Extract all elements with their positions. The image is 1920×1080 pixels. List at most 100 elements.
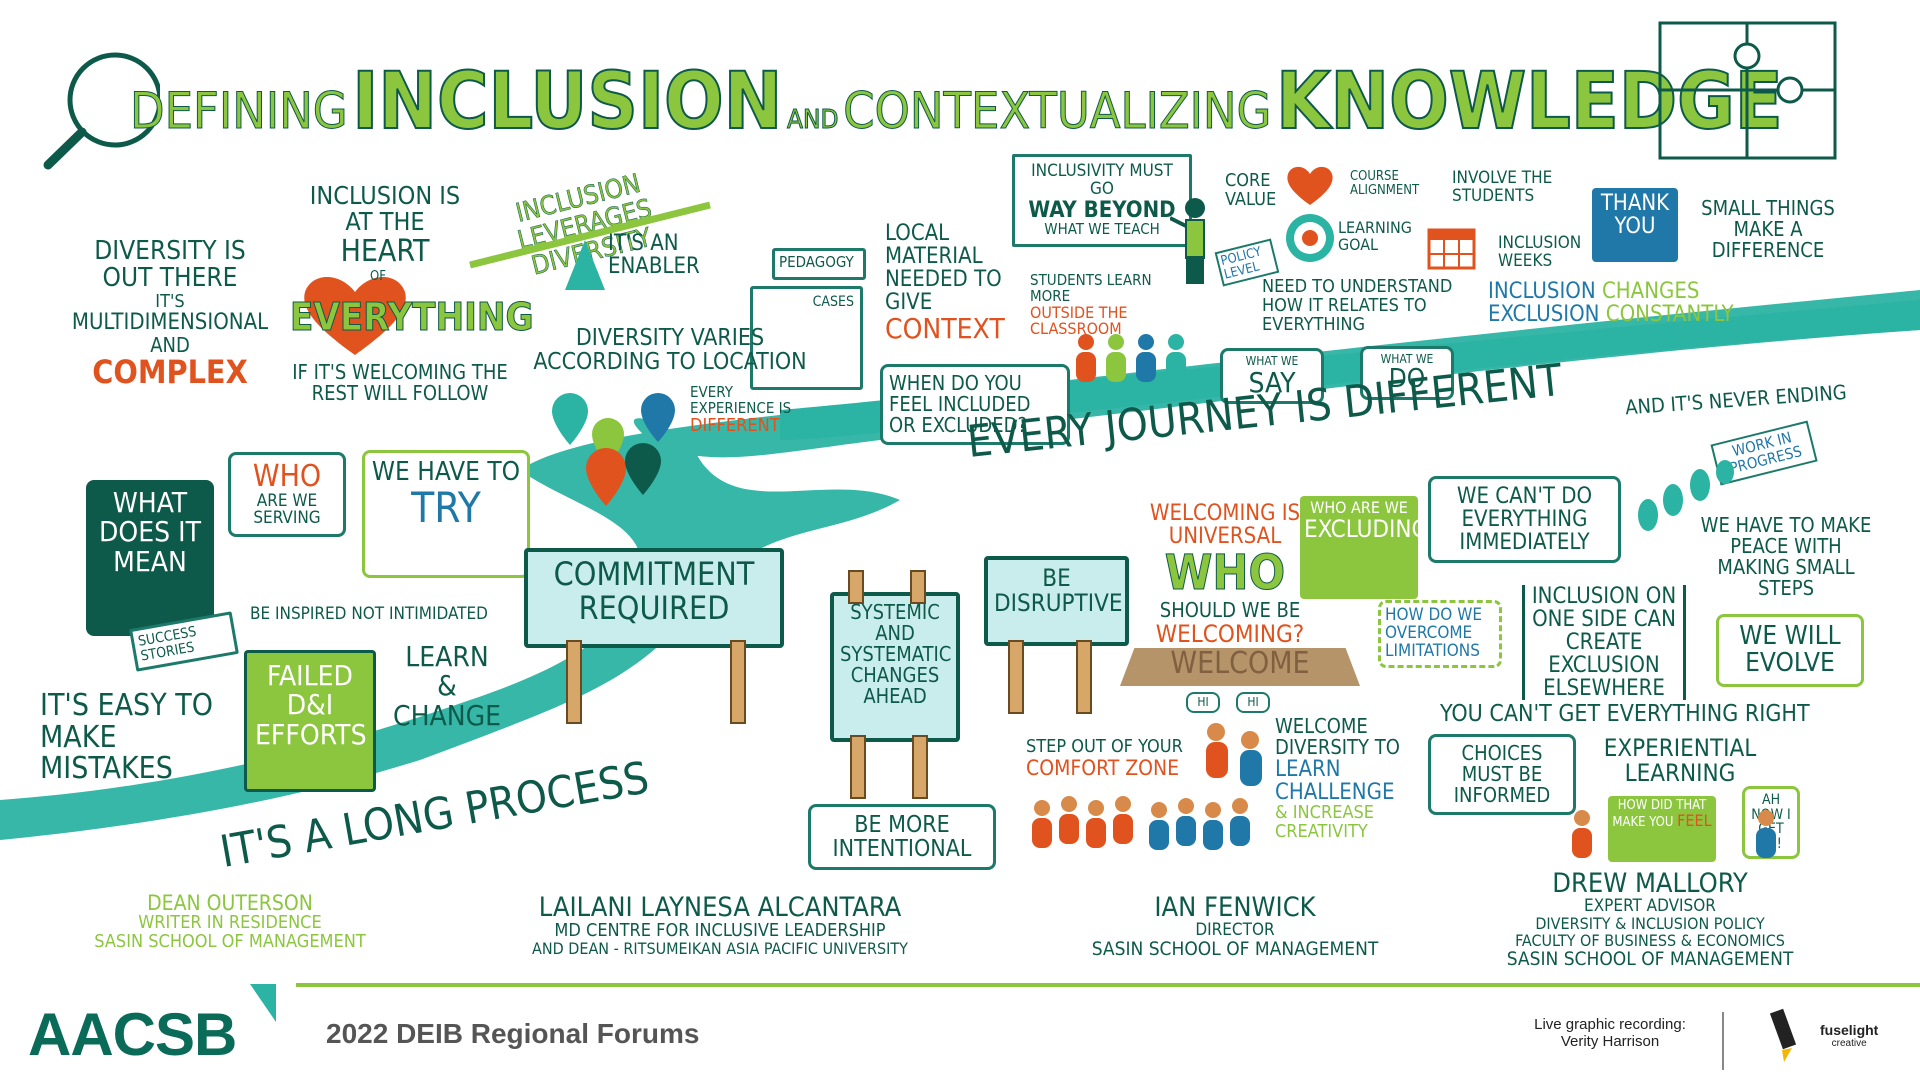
note-text: context [885,312,1005,346]
note-learning-goal: Learning goal [1338,218,1412,254]
title-knowledge: Knowledge [1275,57,1784,147]
note-welcome-diversity: Welcome diversity to learn challenge & i… [1275,716,1425,842]
speaker-role: MD Centre for Inclusive Leadership [554,920,886,942]
sign-post [1008,640,1024,714]
bubble-when-included: When do you feel included or excluded? [880,364,1070,445]
note-students-learn: Students learn more outside the classroo… [1030,271,1190,338]
speaker-org: Sasin School of Management [94,930,366,952]
brand-sub: creative [1831,1038,1867,1049]
note-text: How did that make you [1612,798,1707,830]
bubble-we-have-to-try: We have to try [362,450,530,578]
note-easy-mistakes: It's easy to make mistakes [40,688,213,786]
note-text: We have to [371,457,521,487]
core-heart-icon [1287,166,1333,205]
sign-post [848,570,864,604]
title-inclusion: Inclusion [351,57,783,147]
page-title: Defining Inclusion and Contextualizing K… [130,60,1830,152]
aacsb-logo: AACSB [28,1001,237,1068]
note-small-things: Small things make a difference [1701,196,1835,262]
note-make-peace: We have to make peace with making small … [1700,513,1872,600]
note-text: Who are we [1310,498,1408,517]
note-text: Local material needed to give [885,221,1002,316]
seesaw-icon [469,201,711,290]
presenter-figure [1170,198,1205,284]
title-defining: Defining [130,82,349,140]
speaker-name: Ian Fenwick [1154,892,1316,923]
speaker-fenwick: Ian Fenwick Director Sasin School of Man… [1060,892,1410,961]
heart-icon [304,277,406,355]
speaker-alcantara: Lailani Laynesa Alcantara MD Centre for … [440,893,1000,958]
note-text: & increase creativity [1275,802,1375,843]
note-who-excluding: Who are we excluding [1300,496,1428,599]
credit-divider [1722,1012,1724,1070]
note-text: are we serving [253,490,321,529]
note-text: Diversity is out there [94,236,246,294]
note-every-experience: Every experience is different [690,383,820,435]
note-changes-constantly: Inclusion changes Exclusion constantly [1488,280,1788,326]
note-experiential: Experiential learning [1603,734,1757,788]
note-text: heart [340,233,430,269]
note-enabler: It's an enabler [608,231,700,280]
calendar-icon [1427,228,1476,270]
note-text: what we teach [1044,219,1160,238]
note-diversity-varies: Diversity varies according to location [533,325,807,376]
note-inclusion-weeks: Inclusion weeks [1498,233,1582,271]
note-text: way beyond [1028,197,1176,223]
note-text: learn [1275,757,1341,782]
note-text: Exclusion [1488,302,1600,328]
note-text: challenge [1275,780,1395,806]
note-should-we-be: should we be [1159,598,1301,622]
note-text: Inclusion [1488,279,1596,304]
speaker-org: Faculty of Business & Economics [1515,930,1785,950]
note-text: Who [252,459,322,494]
sign-post [850,735,866,799]
bubble-hi-2: Hi [1236,692,1270,713]
bubble-be-intentional: Be more intentional [808,804,996,871]
note-text: Inclusion is at the [309,181,461,237]
fuselight-pen-icon [1769,1008,1797,1062]
title-and: and [786,105,839,135]
event-title: 2022 DEIB Regional Forums [326,1018,700,1049]
bubble-cant-do-everything: We can't do everything immediately [1428,476,1621,564]
credit: Live graphic recording: Verity Harrison [1520,1016,1700,1050]
note-heart: Inclusion is at the heart [300,181,470,269]
note-text: Students learn more [1030,271,1152,305]
note-text: multidimensional [71,310,269,336]
note-text: and [150,332,190,357]
sign-post [910,570,926,604]
puzzle-icon [1658,21,1837,160]
note-heart-everything: everything [290,297,534,338]
bubble-we-will-evolve: We will evolve [1716,614,1864,687]
sign-post [912,735,928,799]
card-pedagogy: Pedagogy [772,248,866,280]
note-diversity-out-there: Diversity is out there it's multidimensi… [70,236,270,389]
bubble-what-we-say: What we say [1220,348,1324,404]
note-inclusion-one-side: Inclusion on one side can create exclusi… [1522,585,1686,700]
note-text: Every experience is [690,383,792,417]
people-crowd-icon [1032,723,1262,850]
note-text: Welcome diversity to [1275,714,1400,759]
bubble-choices-informed: Choices must be informed [1428,734,1576,815]
note-course-alignment: Course alignment [1350,169,1420,198]
learners-icon [1572,810,1776,858]
note-text: say [1248,365,1296,399]
bubble-who-serving: Who are we serving [228,452,346,538]
location-pins-icon [552,393,675,506]
note-text: What we [1245,354,1299,368]
note-text: try [411,483,481,533]
note-welcoming-q: welcoming? [1155,620,1305,648]
footsteps-icon [1638,460,1734,531]
bubble-what-does-it-mean: What does it mean [86,480,214,636]
brand-name: fuselight [1820,1022,1879,1038]
note-learn-change: Learn & change [392,640,502,732]
footer-divider [296,983,1920,987]
speaker-org: Sasin School of Management [1091,938,1379,961]
note-comfort-zone: Step out of your comfort zone [1026,737,1206,779]
sign-post [730,640,746,724]
note-failed-dei: Failed D&I efforts [244,650,376,792]
credit-label: Live graphic recording: [1534,1016,1686,1033]
speaker-role: Director [1195,920,1275,941]
note-text: constantly [1605,302,1734,328]
note-be-inspired: Be inspired not intimidated [250,604,488,624]
sign-be-disruptive: Be disruptive [984,556,1129,646]
